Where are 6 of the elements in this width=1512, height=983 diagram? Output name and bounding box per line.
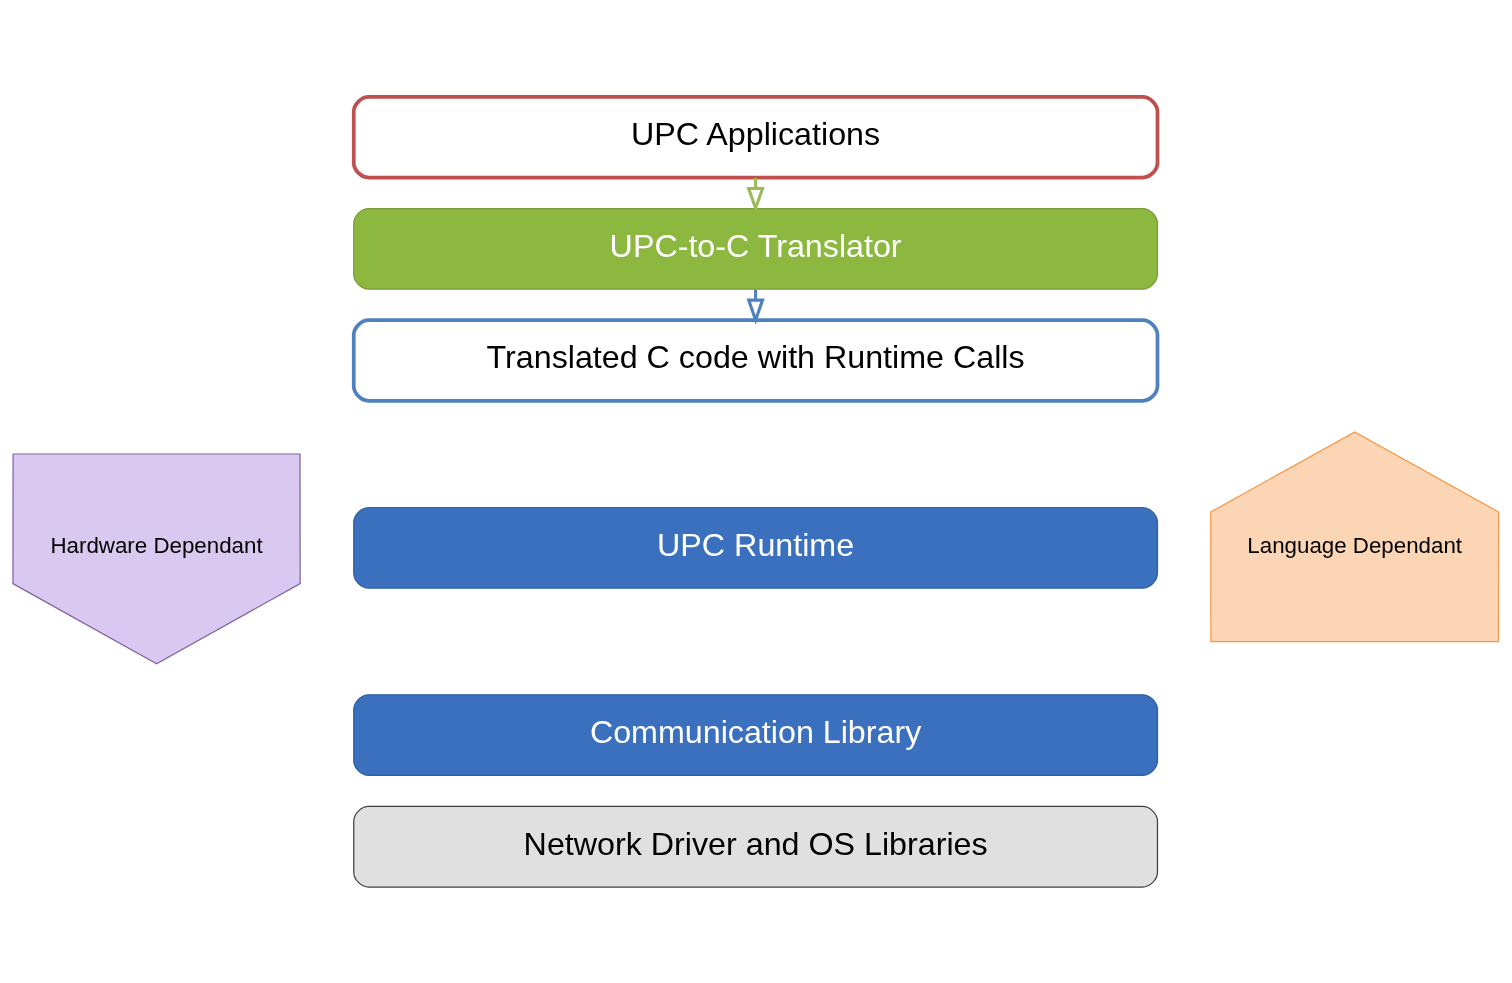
node-box: Communication Library	[353, 693, 1159, 776]
node-box: Network Driver and OS Libraries	[353, 805, 1159, 888]
node-box: UPC Runtime	[353, 506, 1159, 589]
node-box: UPC-to-C Translator	[353, 207, 1159, 290]
node-box: UPC Applications	[351, 94, 1160, 179]
node-box: Translated C code with Runtime Calls	[351, 317, 1160, 403]
